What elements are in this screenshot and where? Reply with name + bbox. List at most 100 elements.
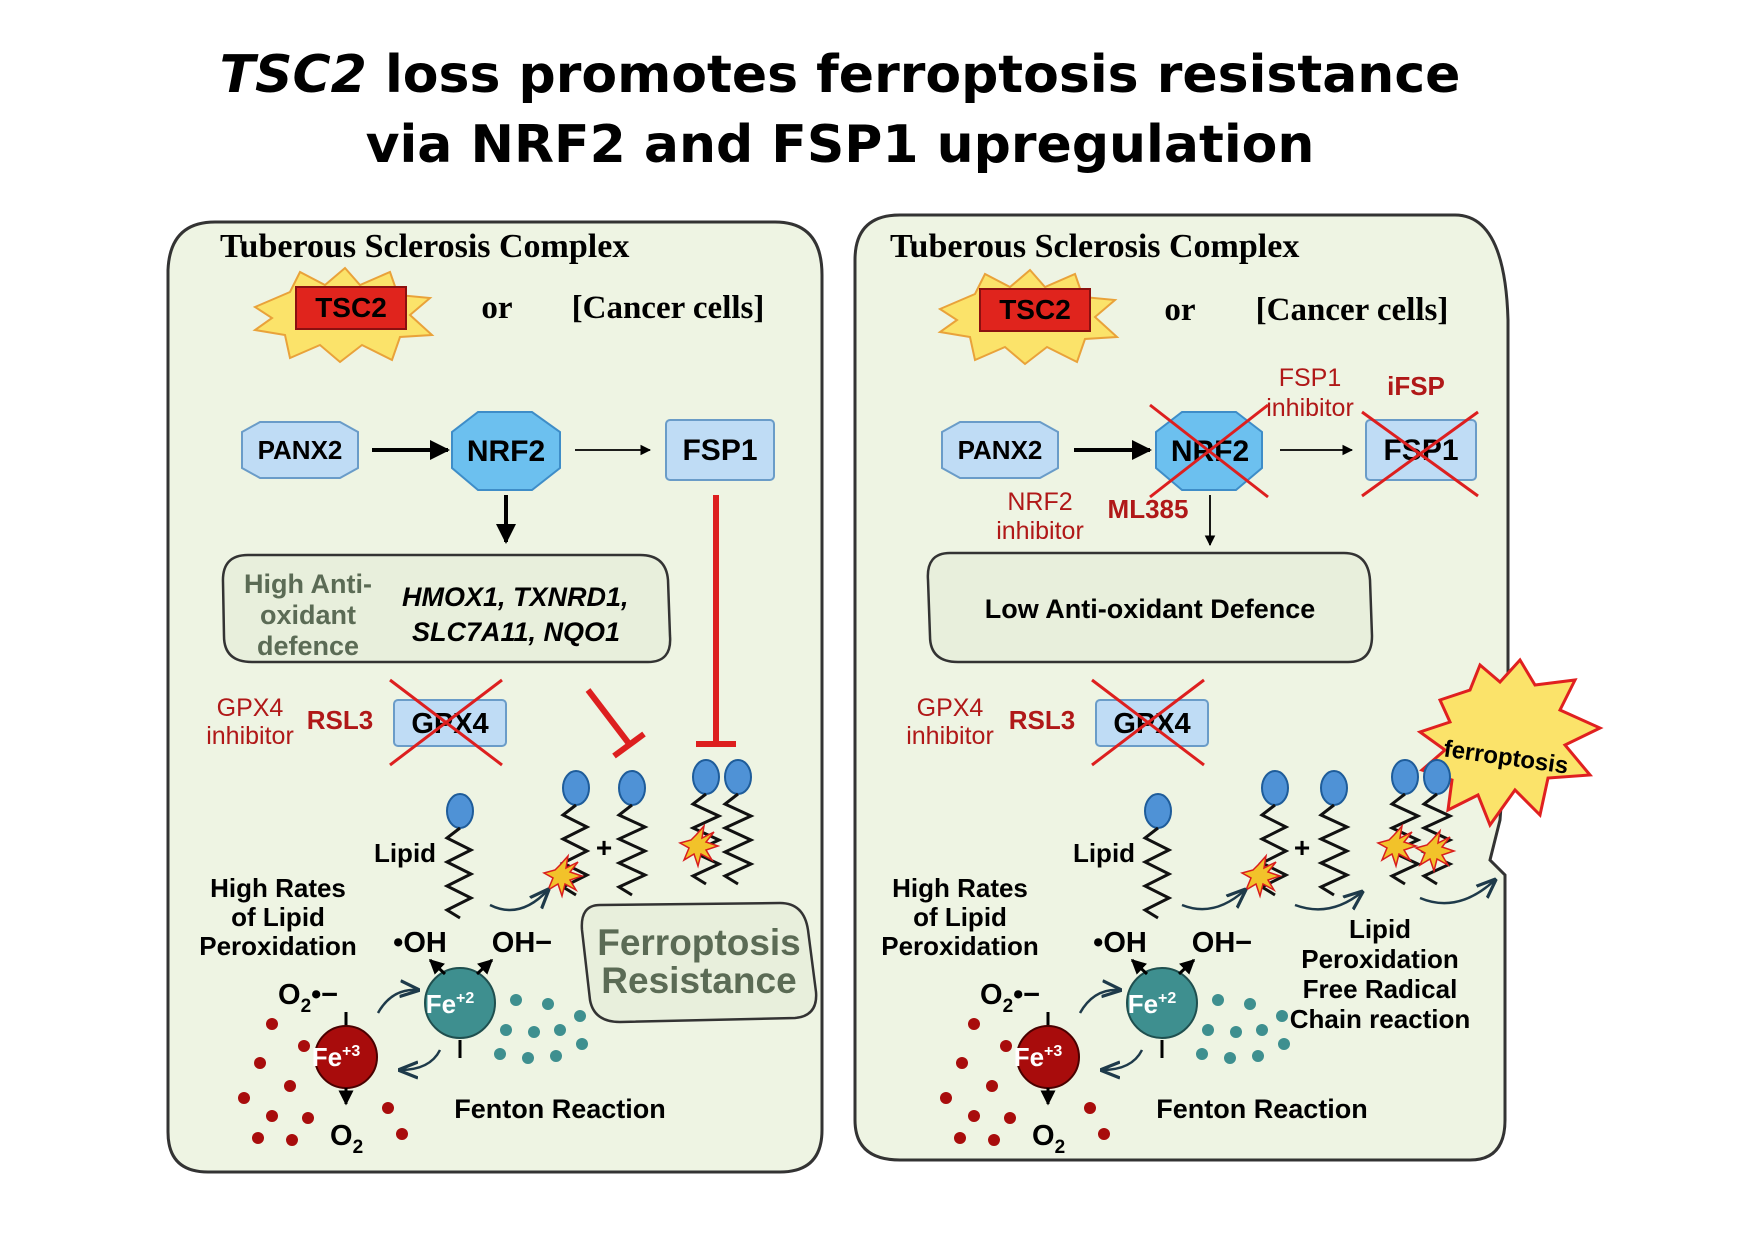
left-lipid-3 (615, 770, 649, 897)
right-gpx4-inhibitor-1: GPX4 (917, 694, 984, 722)
right-gpx4-inhibitor-2: inhibitor (906, 722, 994, 750)
left-tsc2-label: TSC2 (315, 292, 387, 323)
right-high-rates-2: of Lipid (913, 902, 1007, 932)
left-fe2-label: Fe+2 (426, 989, 475, 1019)
right-o2-radical: O2•− (980, 979, 1040, 1017)
right-fenton: Fenton Reaction (1156, 1094, 1368, 1124)
right-fe3-particles (940, 1018, 1110, 1146)
left-curve-arrow-to-fe3 (400, 1049, 442, 1070)
left-gpx4-inhibitor-1: GPX4 (217, 694, 284, 722)
left-radical-spark-1 (542, 853, 585, 899)
right-ml385: ML385 (1108, 494, 1189, 524)
left-nrf2-node (451, 411, 561, 491)
right-plus: + (1294, 832, 1310, 863)
left-cancer-cells: [Cancer cells] (572, 290, 765, 326)
left-fe2-arrow-oh (428, 958, 447, 976)
left-high-rates-1: High Rates (210, 873, 346, 903)
right-gpx4-node (1095, 699, 1209, 747)
right-radical-spark-3 (1414, 828, 1457, 874)
right-nrf2-inhibitor-2: inhibitor (996, 517, 1084, 545)
left-fenton: Fenton Reaction (454, 1094, 666, 1124)
right-high-rates-3: Peroxidation (881, 931, 1038, 961)
left-header: Tuberous Sclerosis Complex (220, 228, 629, 265)
right-radical-spark-2 (1376, 823, 1419, 869)
left-tsc2-box (295, 286, 407, 330)
left-resistance-box (580, 901, 818, 1024)
left-gpx4-node (393, 699, 507, 747)
right-fe2-arrow-oh (1130, 958, 1149, 976)
right-nrf2-inhibitor-1: NRF2 (1007, 488, 1072, 516)
right-high-rates-1: High Rates (892, 873, 1028, 903)
left-panx2-label: PANX2 (258, 435, 343, 465)
right-defence-box (926, 551, 1374, 664)
left-gpx4-inhibitor-2: inhibitor (206, 722, 294, 750)
left-fsp1-label: FSP1 (682, 434, 757, 467)
right-tsc2-label: TSC2 (999, 294, 1071, 325)
right-header: Tuberous Sclerosis Complex (890, 228, 1299, 265)
right-fsp1-cross-2 (1361, 410, 1479, 498)
left-gpx4-cross-2 (389, 678, 503, 767)
right-rsl3: RSL3 (1009, 705, 1075, 735)
right-fsp1-label: FSP1 (1383, 434, 1458, 467)
left-defence-inhibit-line (585, 688, 633, 747)
left-defence-inhibit-bar (612, 731, 646, 759)
left-curve-arrow-lipid (489, 890, 548, 912)
right-chain-4: Chain reaction (1290, 1004, 1471, 1034)
left-fe3-particles (238, 1018, 408, 1146)
right-cancer-cells: [Cancer cells] (1256, 292, 1449, 328)
right-or: or (1164, 292, 1195, 328)
right-lipid-1 (1141, 793, 1173, 920)
left-defence-label-1: High Anti- (244, 569, 372, 599)
left-curve-arrow-to-fe2 (376, 990, 418, 1014)
left-panel: Tuberous Sclerosis Complex TSC2 or [Canc… (166, 220, 824, 1174)
right-chain-2: Peroxidation (1301, 944, 1458, 974)
left-fe3-label: Fe+3 (312, 1042, 361, 1072)
right-lipid-4 (1388, 759, 1422, 886)
right-panx2-node (941, 421, 1059, 479)
diagram-title: TSC2 loss promotes ferroptosis resistanc… (0, 40, 1680, 180)
left-o2-radical: O2•− (278, 979, 338, 1017)
right-fsp1-inhibitor-2: inhibitor (1266, 394, 1354, 422)
right-low-defence: Low Anti-oxidant Defence (985, 594, 1316, 624)
left-defence-label-3: defence (257, 631, 359, 661)
left-lipid-label: Lipid (374, 838, 436, 868)
left-lipid-4 (689, 759, 723, 886)
left-fe2-arrow-ohminus (475, 958, 494, 976)
left-genes-1: HMOX1, TXNRD1, (402, 582, 629, 612)
left-resistance-1: Ferroptosis (597, 922, 801, 963)
left-defence-box (221, 553, 672, 664)
right-fe2-ion (1126, 967, 1198, 1039)
right-lipid-label: Lipid (1073, 838, 1135, 868)
left-nrf2-label: NRF2 (467, 435, 545, 468)
left-o2: O2 (330, 1120, 363, 1158)
left-oh-radical: •OH (393, 927, 447, 959)
left-fe2-ion (424, 967, 496, 1039)
left-high-rates-3: Peroxidation (199, 931, 356, 961)
right-fsp1-inhibitor-1: FSP1 (1279, 364, 1342, 392)
title-line-2: via NRF2 and FSP1 upregulation (365, 115, 1315, 175)
right-fe3-label: Fe+3 (1014, 1042, 1063, 1072)
right-lipid-3 (1317, 770, 1351, 897)
right-fe2-label: Fe+2 (1128, 989, 1177, 1019)
left-resistance-2: Resistance (601, 960, 796, 1001)
left-fe2-particles (494, 994, 588, 1064)
right-curve-arrow-2 (1294, 892, 1362, 911)
right-oh-radical: •OH (1093, 927, 1147, 959)
right-chain-3: Free Radical (1303, 974, 1458, 1004)
left-panx2-node (241, 421, 359, 479)
left-plus: + (596, 832, 612, 863)
left-lipid-5 (721, 759, 755, 886)
right-lipid-5 (1420, 759, 1454, 886)
left-genes-2: SLC7A11, NQO1 (412, 617, 620, 647)
right-nrf2-cross-2 (1149, 403, 1269, 499)
left-high-rates-2: of Lipid (231, 902, 325, 932)
left-fsp1-node (665, 419, 775, 481)
right-panel: Tuberous Sclerosis Complex TSC2 or [Canc… (853, 213, 1604, 1162)
right-curve-arrow-3 (1419, 880, 1495, 905)
left-or: or (481, 290, 512, 326)
title-line-1: loss promotes ferroptosis resistance (366, 45, 1461, 105)
right-gpx4-cross-2 (1091, 678, 1205, 767)
left-defence-label-2: oxidant (260, 600, 356, 630)
right-tsc2-box (979, 288, 1091, 332)
